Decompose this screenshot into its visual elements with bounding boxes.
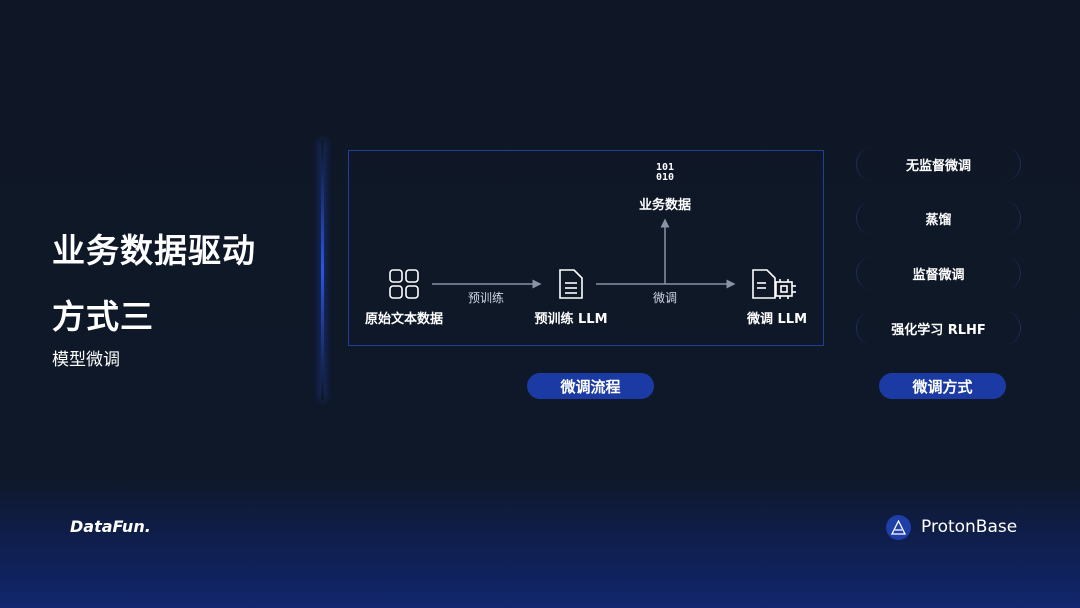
protonbase-logo-icon	[886, 515, 911, 540]
divider-line	[321, 140, 324, 400]
node-finetuned-llm: 微调 LLM	[746, 312, 808, 327]
methods-caption-badge: 微调方式	[879, 373, 1006, 399]
node-pretrained-llm: 预训练 LLM	[534, 312, 608, 327]
method-rlhf: 强化学习 RLHF	[856, 311, 1021, 345]
slide-subtitle: 模型微调	[52, 350, 120, 370]
protonbase-logo-text: ProtonBase	[921, 517, 1018, 537]
grid-icon	[389, 269, 419, 299]
flow-caption-badge: 微调流程	[527, 373, 654, 399]
node-business-data: 业务数据	[638, 198, 692, 213]
binary-top: 101	[655, 162, 675, 173]
document-icon	[559, 269, 583, 299]
slide-title-line1: 业务数据驱动	[52, 231, 256, 270]
edge-pretrain-label: 预训练	[467, 291, 505, 305]
datafun-logo: DataFun.	[70, 517, 151, 536]
method-supervised: 监督微调	[856, 256, 1021, 290]
binary-bottom: 010	[655, 172, 675, 183]
binary-icon: 101 010	[656, 163, 674, 183]
document-chip-icon	[752, 269, 796, 299]
node-raw-text: 原始文本数据	[364, 312, 444, 327]
slide-title-line2: 方式三	[52, 297, 154, 336]
edge-finetune-label: 微调	[652, 291, 678, 305]
flow-diagram-box	[348, 150, 824, 346]
method-unsupervised: 无监督微调	[856, 147, 1021, 181]
method-distillation: 蒸馏	[856, 201, 1021, 235]
